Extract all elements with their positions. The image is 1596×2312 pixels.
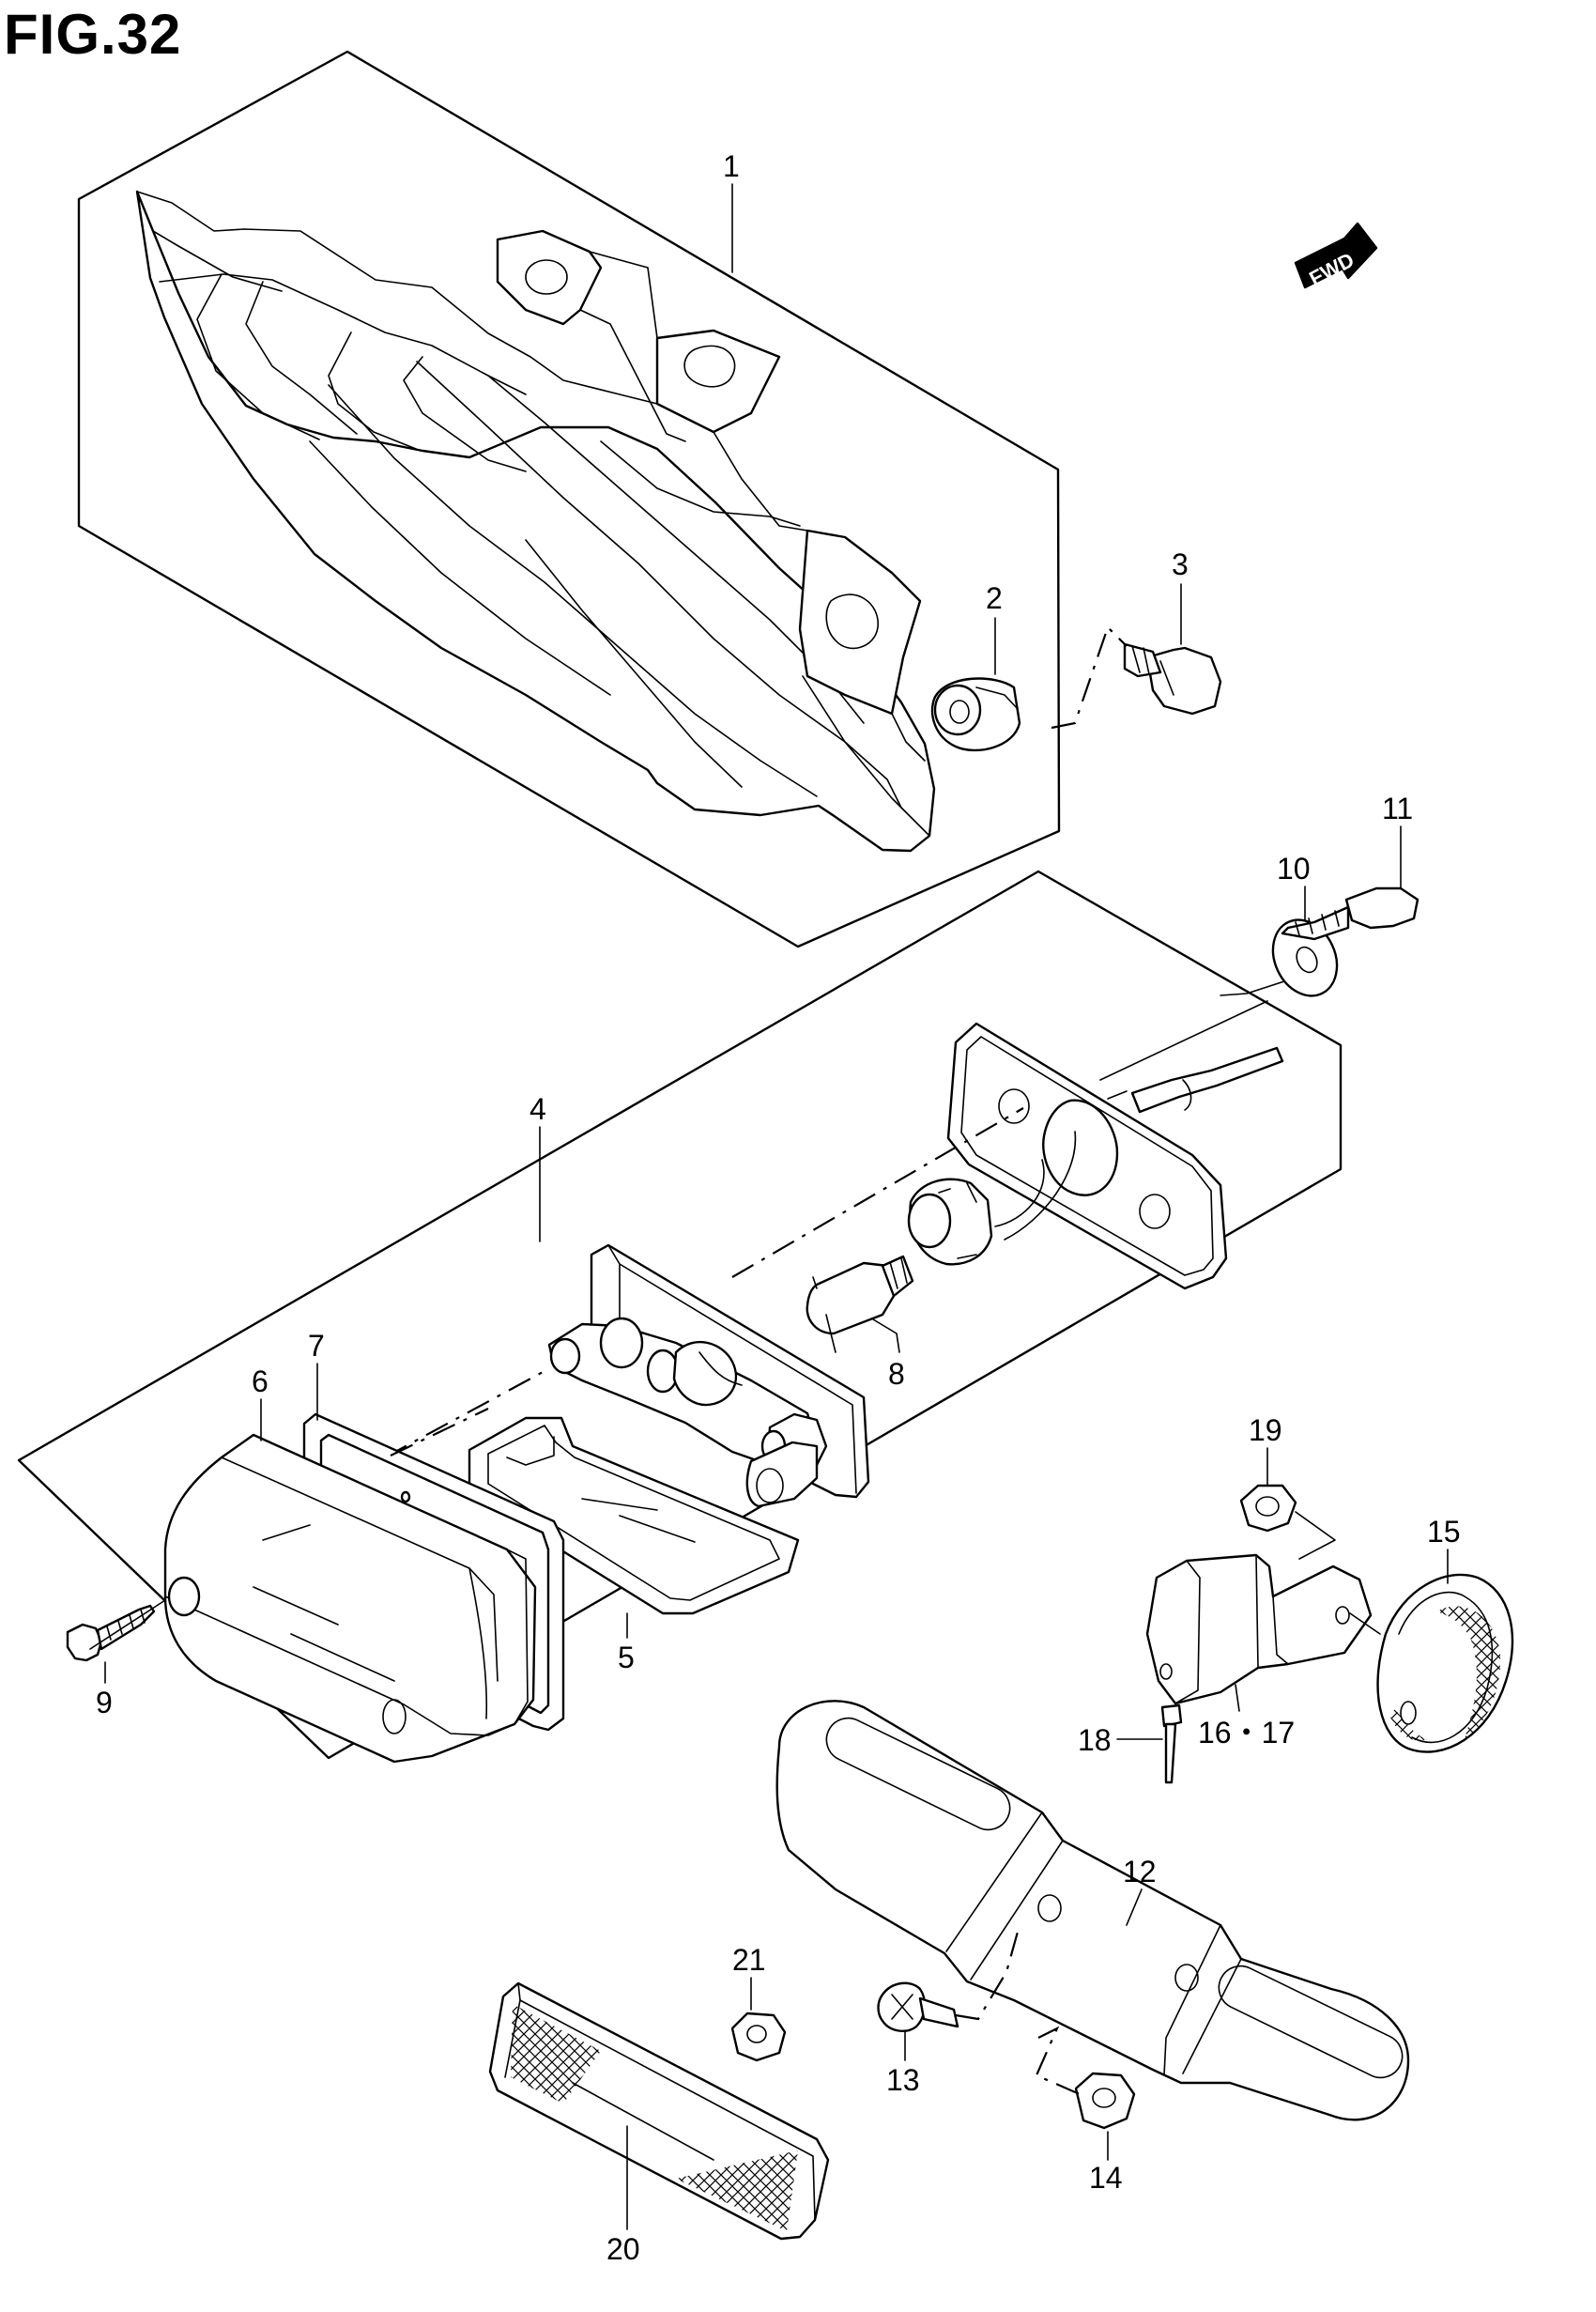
callout-4: 4 <box>529 1092 546 1126</box>
round-reflector-part-15 <box>1376 1573 1514 1753</box>
nut-part-19 <box>1239 1484 1297 1533</box>
screw-part-9 <box>66 1604 156 1662</box>
tapping-screw-part-11 <box>1281 886 1420 941</box>
grommet-part <box>930 677 1021 752</box>
callout-leaders <box>260 183 1449 1584</box>
washer-part-10 <box>1271 918 1339 997</box>
callout-18: 18 <box>1078 1723 1112 1757</box>
leader-13-dash <box>955 1924 1021 2021</box>
lamp-cable <box>994 1000 1284 1241</box>
leader-9-axis <box>89 1599 166 1650</box>
tail-lamp-part <box>135 190 936 853</box>
lamp-base-gasket <box>946 1022 1228 1290</box>
callout-7: 7 <box>308 1329 325 1363</box>
lens-cover-part-5 <box>468 1416 800 1615</box>
callout-5: 5 <box>618 1641 635 1674</box>
rectangular-reflector-part-20 <box>488 1981 830 2241</box>
leader-3 <box>1051 624 1128 730</box>
callout-6: 6 <box>252 1364 269 1398</box>
leader-7-dash <box>390 1408 489 1457</box>
license-plate-bracket-part-12 <box>775 1700 1410 2121</box>
callout-13: 13 <box>886 2063 920 2097</box>
tail-lamp-assembly-box <box>77 50 1061 948</box>
nut-part-14 <box>1074 2072 1136 2130</box>
callout-12: 12 <box>1123 1855 1157 1888</box>
callout-8: 8 <box>888 1357 905 1391</box>
leader-chassis <box>384 1370 545 1458</box>
leader-socket <box>731 1107 1024 1278</box>
forward-direction-badge: FWD <box>1294 222 1378 290</box>
leader-10 <box>1220 980 1285 996</box>
leader-12 <box>1126 1888 1143 1926</box>
lens-part-6 <box>163 1433 537 1764</box>
leader-19 <box>1295 1511 1336 1560</box>
callout-9: 9 <box>96 1686 113 1719</box>
reflector-bracket-part-16-17 <box>1145 1553 1373 1705</box>
callout-21: 21 <box>732 1943 766 1977</box>
callout-11: 11 <box>1382 792 1413 825</box>
bulb-socket <box>907 1178 993 1266</box>
clip-part-18 <box>1160 1703 1183 1784</box>
leader-16-17 <box>1235 1684 1240 1712</box>
callout-numbers: 1 2 3 4 5 6 7 8 9 10 11 12 13 14 15 16・1… <box>96 149 1461 2266</box>
lamp-chassis <box>547 1243 870 1508</box>
callout-19: 19 <box>1249 1413 1282 1447</box>
bulb-part-8 <box>806 1255 914 1335</box>
figure-title: FIG.32 <box>4 3 182 66</box>
leader-8 <box>872 1318 900 1353</box>
leader-bracket-axis <box>1349 1612 1381 1635</box>
callout-3: 3 <box>1172 547 1189 581</box>
screw-part-3 <box>1123 642 1222 716</box>
callout-2: 2 <box>986 581 1003 615</box>
callout-14: 14 <box>1089 2161 1123 2195</box>
callout-15: 15 <box>1427 1515 1461 1549</box>
leader-14-dash <box>1035 2026 1081 2096</box>
nut-part-21 <box>730 2011 787 2062</box>
callout-20: 20 <box>606 2232 640 2266</box>
callout-1: 1 <box>723 149 740 183</box>
callout-10: 10 <box>1277 852 1311 886</box>
bolt-part-13 <box>877 1981 959 2032</box>
callout-16-17: 16・17 <box>1198 1716 1295 1749</box>
